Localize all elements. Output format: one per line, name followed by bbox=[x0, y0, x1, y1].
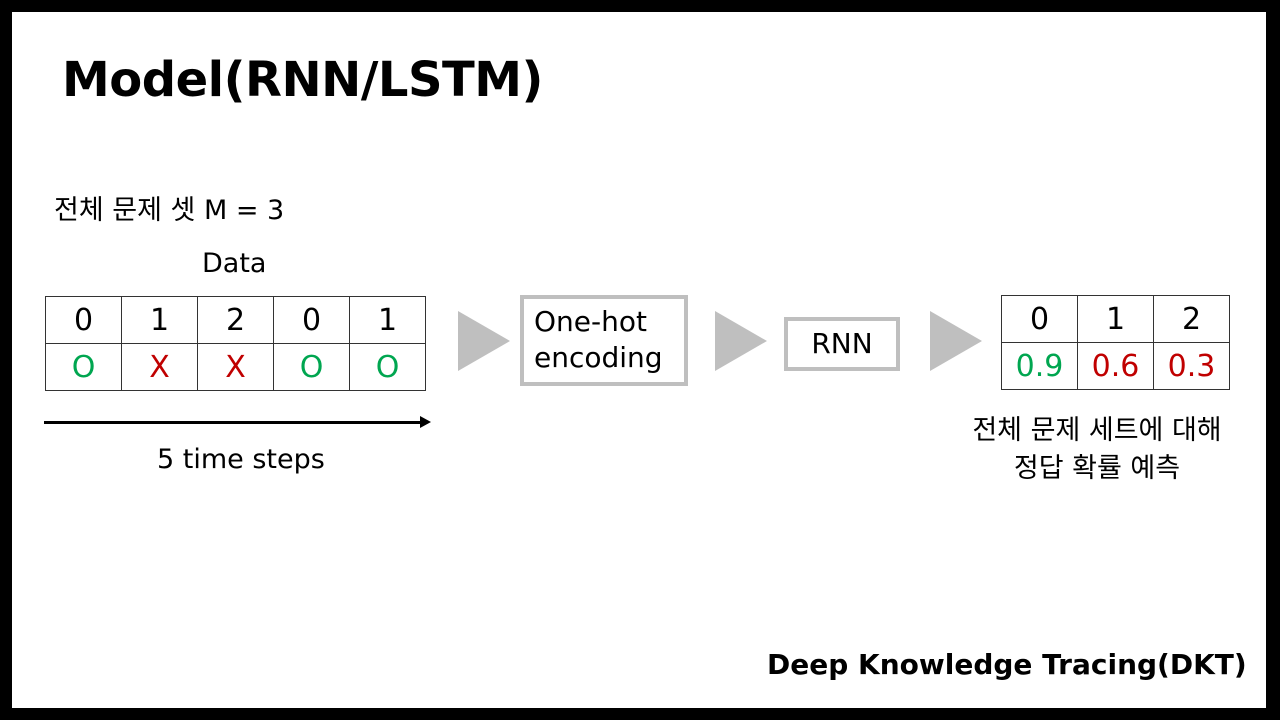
footer-label: Deep Knowledge Tracing(DKT) bbox=[767, 648, 1247, 681]
question-id-cell: 1 bbox=[121, 296, 198, 344]
prediction-id-cell: 2 bbox=[1153, 295, 1230, 343]
rnn-box: RNN bbox=[784, 317, 900, 371]
right-triangle-icon bbox=[458, 311, 510, 371]
timeline-arrow-line bbox=[44, 421, 424, 424]
one-hot-encoding-line1: One-hot bbox=[534, 305, 647, 338]
question-id-cell: 1 bbox=[349, 296, 426, 344]
sequence-table: 0 1 2 0 1 O X X O O bbox=[45, 296, 426, 391]
question-id-row: 0 1 2 0 1 bbox=[45, 296, 426, 344]
question-id-cell: 0 bbox=[273, 296, 350, 344]
result-cell: O bbox=[273, 343, 350, 391]
probability-row: 0.9 0.6 0.3 bbox=[1001, 342, 1230, 390]
one-hot-encoding-line2: encoding bbox=[534, 341, 663, 374]
prediction-caption-line2: 정답 확률 예측 bbox=[1013, 453, 1181, 484]
right-triangle-icon bbox=[930, 311, 982, 371]
result-cell: O bbox=[349, 343, 426, 391]
question-id-cell: 2 bbox=[197, 296, 274, 344]
probability-cell: 0.3 bbox=[1153, 342, 1230, 390]
result-cell: X bbox=[121, 343, 198, 391]
time-steps-label: 5 time steps bbox=[157, 444, 325, 475]
prediction-caption-line1: 전체 문제 세트에 대해 bbox=[972, 415, 1222, 446]
probability-cell: 0.6 bbox=[1077, 342, 1154, 390]
result-cell: O bbox=[45, 343, 122, 391]
slide-title: Model(RNN/LSTM) bbox=[62, 52, 543, 108]
question-id-cell: 0 bbox=[45, 296, 122, 344]
problem-set-label: 전체 문제 셋 M = 3 bbox=[54, 195, 285, 226]
prediction-id-row: 0 1 2 bbox=[1001, 295, 1230, 343]
result-cell: X bbox=[197, 343, 274, 391]
right-triangle-icon bbox=[715, 311, 767, 371]
prediction-id-cell: 1 bbox=[1077, 295, 1154, 343]
result-row: O X X O O bbox=[45, 343, 426, 391]
probability-cell: 0.9 bbox=[1001, 342, 1078, 390]
prediction-id-cell: 0 bbox=[1001, 295, 1078, 343]
slide: Model(RNN/LSTM) 전체 문제 셋 M = 3 Data 0 1 2… bbox=[12, 12, 1266, 708]
right-arrow-icon bbox=[420, 416, 431, 428]
prediction-table: 0 1 2 0.9 0.6 0.3 bbox=[1001, 295, 1230, 390]
one-hot-encoding-box: One-hot encoding bbox=[520, 295, 688, 386]
prediction-caption: 전체 문제 세트에 대해 정답 확률 예측 bbox=[947, 412, 1247, 488]
data-label: Data bbox=[202, 248, 267, 279]
